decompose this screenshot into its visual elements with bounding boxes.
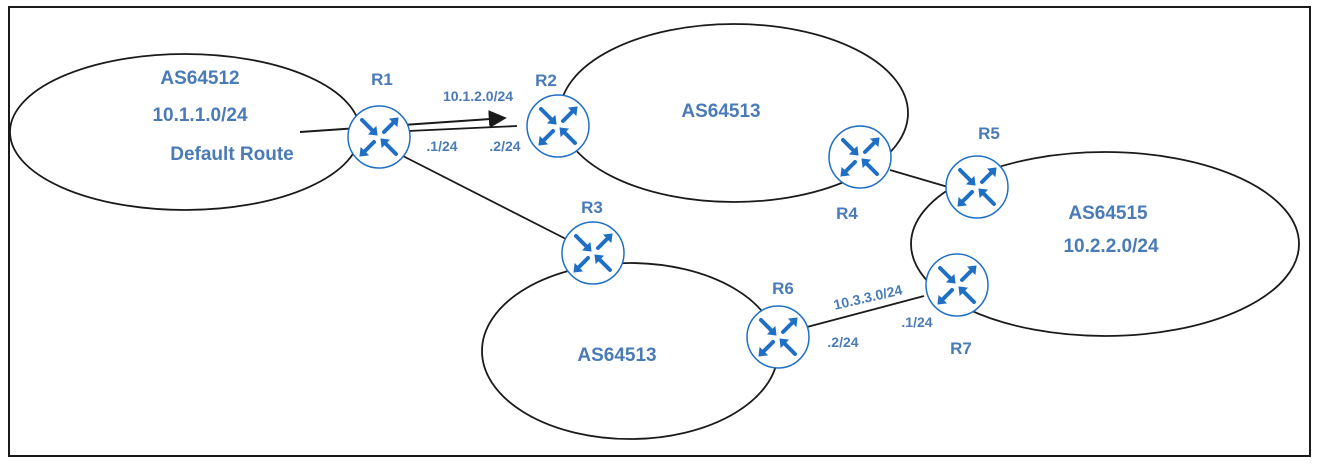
link-r6-r7-r7-address: .1/24: [901, 314, 932, 330]
link-r1-r2-subnet: 10.1.2.0/24: [443, 88, 513, 104]
as64512-default-route-label: Default Route: [170, 144, 294, 165]
link-r1-r2-r2-address: .2/24: [489, 138, 520, 154]
router-r7-label: R7: [950, 339, 972, 358]
router-r3-label: R3: [581, 198, 603, 217]
as64512-network: 10.1.1.0/24: [152, 105, 248, 126]
router-r6-label: R6: [772, 279, 794, 298]
link-r6-r7-r6-address: .2/24: [827, 334, 858, 350]
router-r5-label: R5: [978, 124, 1000, 143]
as64515-ellipse: [910, 151, 1300, 337]
router-r4-label: R4: [836, 204, 858, 223]
router-r1-label: R1: [371, 70, 393, 89]
as64513-bottom-name: AS64513: [577, 345, 656, 366]
router-r4: [827, 124, 893, 190]
link-r6-r7: [806, 295, 925, 328]
as64515-network: 10.2.2.0/24: [1063, 236, 1159, 257]
router-r1: [346, 104, 412, 170]
router-r7: [924, 252, 990, 318]
link-r1-r2-r1-address: .1/24: [426, 138, 457, 154]
router-r5: [944, 154, 1010, 220]
router-r2-label: R2: [535, 71, 557, 90]
link-r1-r3: [400, 154, 567, 240]
link-r6-r7-subnet: 10.3.3.0/24: [832, 281, 904, 312]
router-r2: [525, 93, 591, 159]
as64512-name: AS64512: [160, 68, 239, 89]
link-r1-r2: [407, 125, 518, 132]
as64515-name: AS64515: [1068, 203, 1148, 224]
link-r4-r5: [889, 169, 949, 188]
as64513-top-name: AS64513: [681, 101, 760, 122]
router-r3: [560, 220, 626, 286]
router-r6: [745, 304, 811, 370]
diagram-frame: [8, 6, 1311, 457]
